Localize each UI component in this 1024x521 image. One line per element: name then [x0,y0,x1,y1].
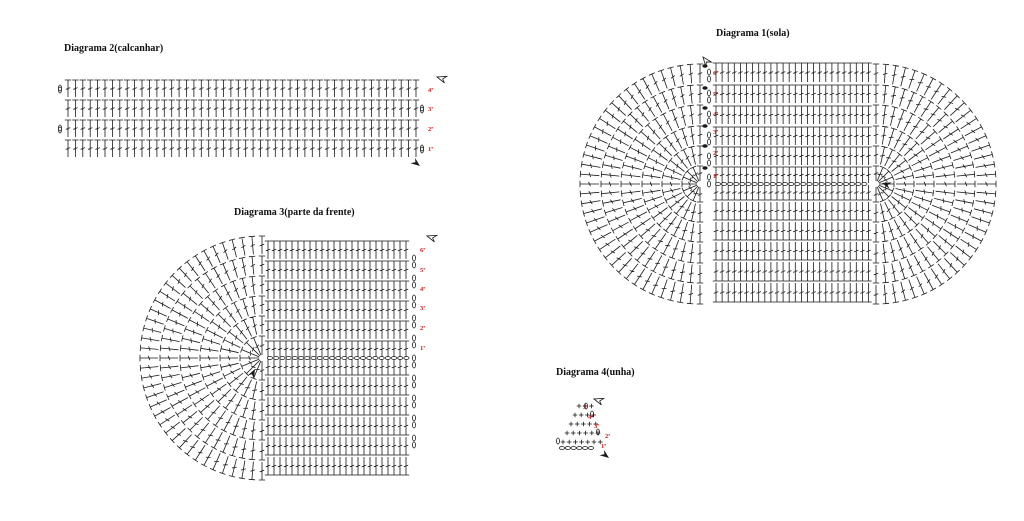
diagram-3-stitches [139,234,439,481]
diagram-3-title: Diagrama 3(parte da frente) [234,207,355,218]
single-crochet-icon [556,402,603,450]
diagram-3-round-1: 1ª [420,345,425,352]
diagram-3-round-3: 3ª [420,305,425,312]
diagram-4: Diagrama 4(unha) 1ª 2ª 3ª 4ª 5ª [556,367,635,458]
diagram-1-round-6: 6ª [713,70,718,77]
diagram-3: Diagrama 3(parte da frente) 1ª 2ª 3ª 4ª … [139,207,439,481]
diagram-1-title: Diagrama 1(sola) [716,28,790,39]
diagram-4-round-1: 1ª [601,443,606,450]
diagram-1-round-1: 1ª [713,173,718,180]
diagram-4-round-4: 4ª [588,414,593,421]
diagram-3-round-2: 2ª [420,325,425,332]
slip-stitch-icon [702,86,708,90]
diagram-3-round-6: 6ª [420,247,425,254]
end-arrow-icon [599,449,609,458]
diagram-1-stitches [579,56,997,305]
slip-stitch-icon [702,106,708,110]
end-arrow-icon [247,369,255,379]
diagram-2-round-3: 3ª [428,106,433,113]
diagram-1-round-4: 4ª [713,111,718,118]
slip-stitch-icon [702,144,708,148]
treble-stitch-icon [139,235,416,481]
end-arrow-icon [882,182,892,189]
diagram-1: Diagrama 1(sola) 1ª 2ª 3ª 4ª 5ª 6ª [579,28,997,305]
end-arrow-icon [410,157,420,166]
slip-stitch-icon [702,64,708,68]
diagram-3-round-4: 4ª [420,286,425,293]
start-arrow-icon [702,56,713,67]
start-arrow-icon [425,234,439,243]
diagram-1-round-3: 3ª [713,129,718,136]
diagram-2-round-1: 1ª [428,146,433,153]
diagram-1-round-2: 2ª [713,150,718,157]
diagram-2-round-2: 2ª [428,126,433,133]
diagram-4-stitches [556,397,609,458]
treble-stitch-icon [58,79,424,157]
diagram-2-stitches [58,75,449,166]
diagram-2-round-4: 4ª [428,87,433,94]
diagram-4-round-3: 3ª [594,423,599,430]
diagram-2: Diagrama 2(calcanhar) 1ª 2ª 3ª 4ª [58,43,449,166]
diagram-3-round-5: 5ª [420,267,425,274]
slip-stitch-icon [702,166,708,170]
diagram-1-round-5: 5ª [713,91,718,98]
start-arrow-icon [592,397,606,406]
slip-stitch-icon [702,124,708,128]
treble-stitch-icon [579,62,997,305]
diagram-4-title: Diagrama 4(unha) [556,367,635,378]
diagram-4-round-2: 2ª [605,433,610,440]
diagram-4-round-5: 5ª [583,404,588,411]
start-arrow-icon [435,75,449,84]
diagram-2-title: Diagrama 2(calcanhar) [64,43,163,54]
